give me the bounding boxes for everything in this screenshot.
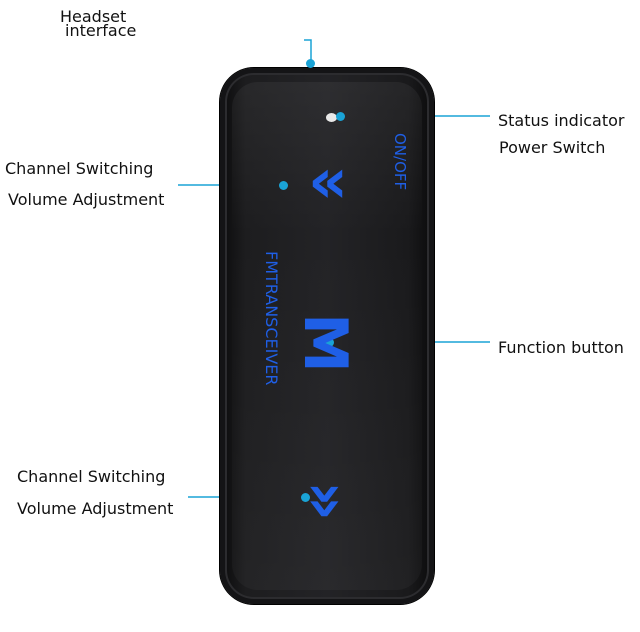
channel-bottom-callout-dot — [301, 493, 310, 502]
function-callout-label: Function button — [498, 338, 624, 357]
status-led — [326, 113, 337, 122]
channel-top-callout-dot — [279, 181, 288, 190]
function-callout-dot — [325, 338, 334, 347]
channel-top-callout-line1: Channel Switching — [5, 159, 154, 178]
channel-bottom-callout-line1: Channel Switching — [17, 467, 166, 486]
channel-down-button[interactable]: » — [291, 480, 364, 522]
headset-leader-line — [304, 39, 312, 60]
headset-callout-line2: interface — [65, 21, 137, 40]
status-callout-dot — [336, 112, 345, 121]
power-switch-label: ON/OFF — [391, 133, 409, 191]
function-button[interactable]: M — [290, 313, 360, 373]
channel-bottom-callout-line2: Volume Adjustment — [17, 499, 174, 518]
headset-callout-line1: Headset — [60, 7, 127, 26]
fm-transceiver-device — [220, 68, 434, 604]
channel-top-callout-line2: Volume Adjustment — [8, 190, 165, 209]
channel-up-button[interactable]: « — [307, 144, 349, 217]
brand-label: FMTRANSCEIVER — [262, 251, 281, 386]
status-callout-line2: Power Switch — [499, 138, 606, 157]
status-callout-line1: Status indicator — [498, 111, 625, 130]
headset-callout-dot — [306, 59, 315, 68]
device-sheen — [232, 82, 422, 590]
